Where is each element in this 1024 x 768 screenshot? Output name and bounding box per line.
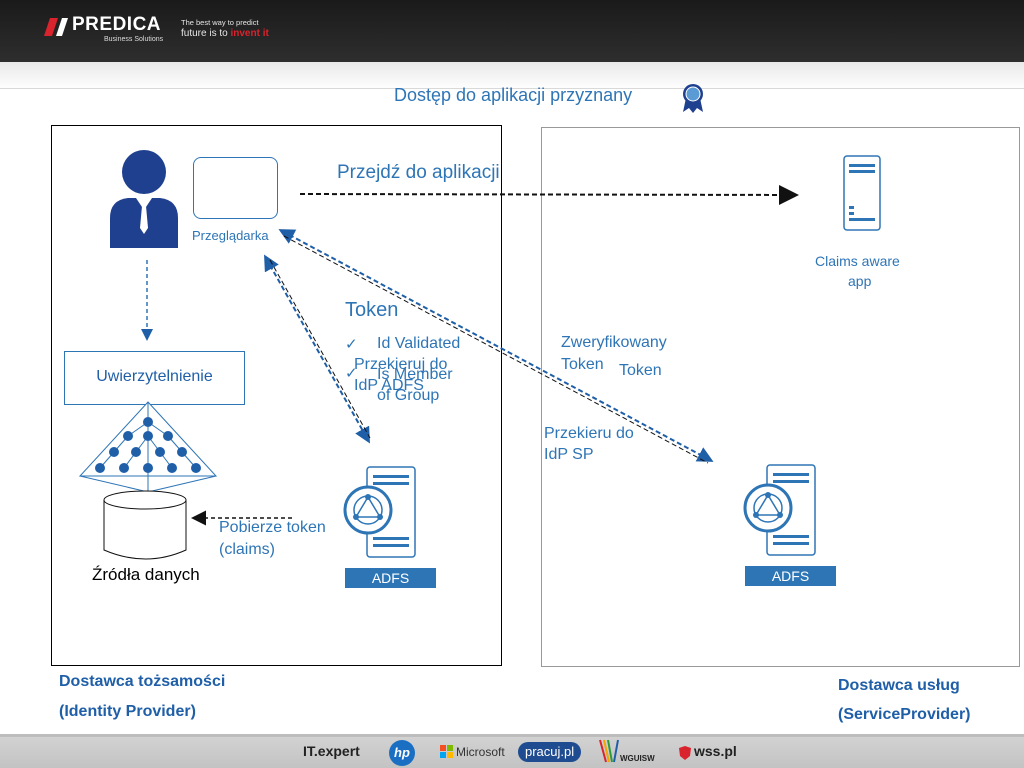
brand-subtitle: Business Solutions: [104, 36, 164, 43]
tagline-accent: invent it: [230, 28, 269, 39]
adfs-label-left: ADFS: [345, 568, 436, 588]
data-sources-label: Źródła danych: [92, 565, 200, 584]
check-icon: ✓: [345, 365, 358, 382]
adfs-server-icon: [743, 464, 816, 556]
adfs-server-icon: [343, 466, 416, 558]
adfs-label-right: ADFS: [745, 566, 836, 586]
token-heading: Token: [345, 299, 399, 321]
footer-bar: [0, 737, 1024, 768]
go-to-app-label: Przejdź do aplikacji: [337, 162, 500, 183]
tagline-prefix: future is to: [181, 28, 231, 39]
tagline-line1: The best way to predict: [181, 18, 259, 27]
wss-shield-icon: [679, 746, 691, 760]
header-shadow: [0, 62, 1024, 90]
microsoft-logo-icon: [440, 745, 453, 758]
predica-logo-icon: [44, 18, 68, 36]
browser-idp-adfs-arrow: [264, 254, 370, 444]
wguisw-logo-icon: [599, 739, 619, 763]
footer-divider: [0, 734, 1024, 737]
fetch-token-line1: Pobierze token: [219, 519, 326, 536]
authentication-label: Uwierzytelnienie: [96, 368, 213, 385]
token-item-id-validated: Id Validated: [377, 335, 461, 352]
tagline-line2: future is to invent it: [181, 28, 269, 39]
hp-logo: hp: [389, 740, 415, 766]
microsoft-logo: Microsoft: [456, 745, 505, 759]
token-label-right: Token: [619, 362, 662, 379]
itexpert-logo: IT.expert: [303, 743, 360, 759]
server-icon: [843, 155, 881, 231]
pracuj-logo: pracuj.pl: [518, 742, 582, 762]
wguisw-logo: WGUISW: [620, 754, 655, 763]
identity-provider-label-line1: Dostawca tożsamości: [59, 673, 226, 690]
token-item-member-line1: Is Member: [377, 366, 453, 383]
identity-provider-label-line2: (Identity Provider): [59, 703, 196, 720]
service-provider-label-line2: (ServiceProvider): [838, 706, 971, 723]
service-provider-label-line1: Dostawca usług: [838, 677, 960, 694]
fetch-token-line2: (claims): [219, 541, 275, 558]
browser-box: [193, 157, 278, 219]
database-hierarchy-icon: [78, 401, 218, 560]
claims-app-label-line1: Claims aware: [815, 253, 900, 269]
redirect-idp-line1: Przekieruj do: [354, 356, 448, 373]
verified-token-line2: Token: [561, 356, 604, 373]
check-icon: ✓: [345, 336, 358, 353]
browser-label: Przeglądarka: [192, 228, 269, 243]
slide-title: Dostęp do aplikacji przyznany: [394, 85, 633, 105]
authentication-box: Uwierzytelnienie: [64, 351, 245, 405]
user-icon: [110, 150, 178, 248]
header-bar: [0, 0, 1024, 62]
verified-token-line1: Zweryfikowany: [561, 334, 667, 351]
redirect-idp-line2: IdP ADFS: [354, 377, 424, 394]
award-ribbon-icon: [683, 84, 703, 113]
token-item-member-line2: of Group: [377, 387, 440, 404]
claims-app-label-line2: app: [848, 273, 872, 289]
wss-logo: wss.pl: [694, 743, 737, 759]
redirect-sp-line1: Przekieru do: [544, 425, 634, 442]
browser-idp-adfs-arrow-shadow: [269, 259, 371, 439]
go-to-app-arrow: [299, 184, 799, 205]
header-divider: [0, 88, 1024, 89]
brand-name: PREDICA: [72, 14, 162, 35]
redirect-sp-line2: IdP SP: [544, 446, 594, 463]
